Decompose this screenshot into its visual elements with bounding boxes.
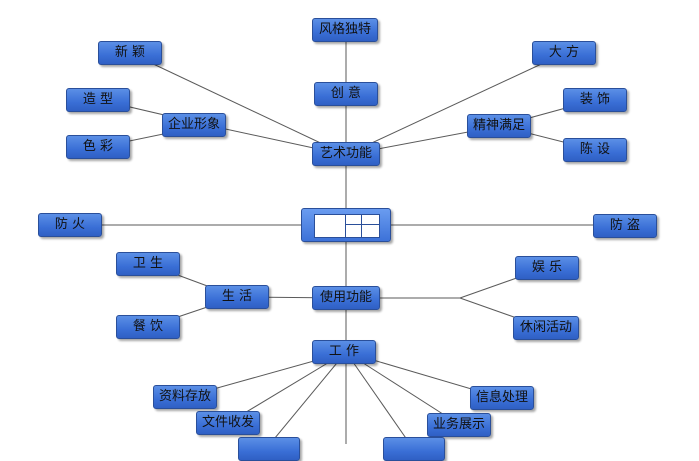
node-cut-right [383, 437, 445, 461]
node-use-function: 使用功能 [312, 286, 380, 310]
node-cut-left [238, 437, 300, 461]
node-info-process: 信息处理 [470, 386, 534, 410]
node-fireproof: 防 火 [38, 213, 102, 237]
link-art-generous [345, 52, 566, 156]
node-style-unique: 风格独特 [312, 18, 378, 42]
node-generous: 大 方 [532, 41, 596, 65]
node-leisure: 休闲活动 [513, 316, 579, 340]
node-novel: 新 颖 [98, 41, 162, 65]
node-center [301, 208, 391, 242]
node-work: 工 作 [312, 340, 376, 364]
node-shape: 造 型 [66, 88, 130, 112]
node-creative: 创 意 [314, 82, 378, 106]
node-entertain: 娱 乐 [515, 256, 579, 280]
node-data-storage: 资料存放 [153, 385, 217, 409]
link-work-down1 [269, 351, 347, 444]
link-work-bizshow [345, 351, 461, 426]
node-hygiene: 卫 生 [116, 252, 180, 276]
center-inner-box [314, 214, 380, 238]
node-furnish: 陈 设 [563, 138, 627, 162]
node-art-function: 艺术功能 [312, 142, 380, 166]
node-dining: 餐 饮 [116, 315, 180, 339]
node-antitheft: 防 盗 [593, 214, 657, 238]
link-art-novel [129, 52, 347, 156]
node-biz-show: 业务展示 [427, 413, 491, 437]
node-spirit: 精神满足 [467, 114, 531, 138]
link-work-down3 [345, 351, 411, 444]
node-decor: 装 饰 [563, 88, 627, 112]
node-color: 色 彩 [66, 135, 130, 159]
node-life: 生 活 [205, 285, 269, 309]
node-doc-send: 文件收发 [196, 411, 260, 435]
node-corp-image: 企业形象 [162, 113, 226, 137]
